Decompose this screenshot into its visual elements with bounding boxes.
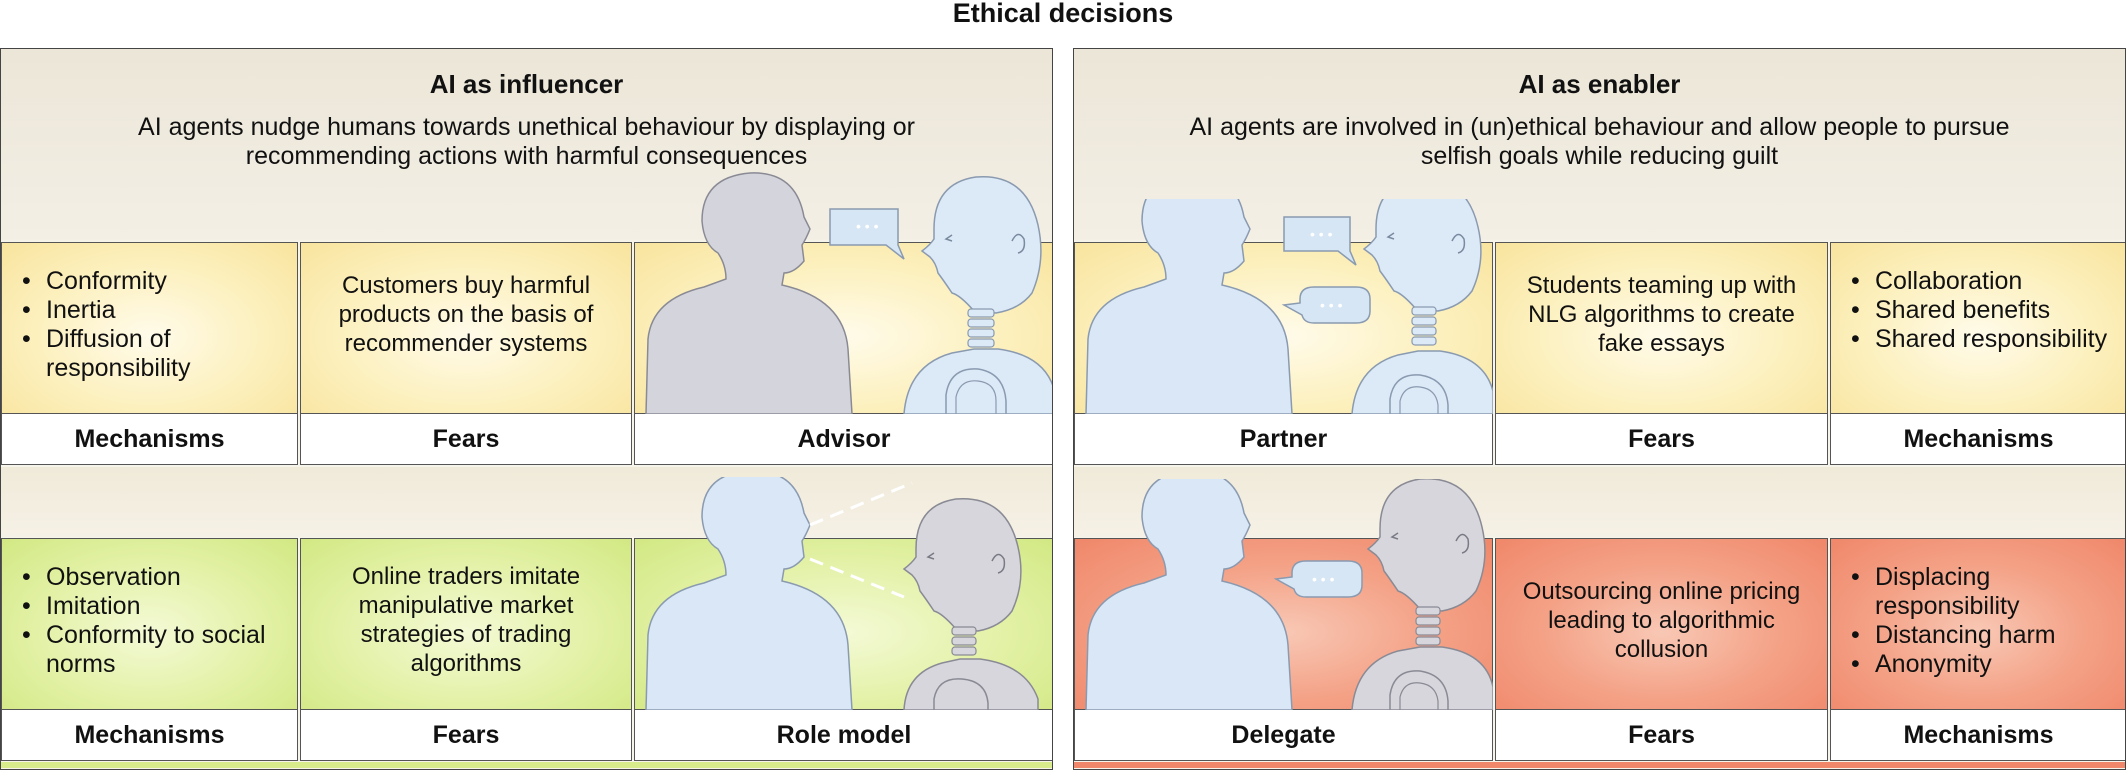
list-item: Collaboration: [1851, 267, 2118, 296]
list-item: Shared benefits: [1851, 296, 2118, 325]
advisor-fears-label: Fears: [300, 413, 632, 465]
partner-illustration: • • • • • •: [1074, 199, 1493, 414]
robot-neck-icon: [1411, 306, 1437, 346]
role-model-mechanisms-cell: Observation Imitation Conformity to soci…: [1, 538, 298, 710]
influencer-title: AI as influencer: [429, 69, 624, 99]
list-item: Displacing responsibility: [1851, 563, 2118, 621]
delegate-fears-label: Fears: [1495, 709, 1828, 761]
robot-head-icon: [1362, 199, 1482, 312]
speech-bubble-icon: [1281, 286, 1371, 324]
advisor-role-label: Advisor: [634, 413, 1052, 465]
advisor-fears-text: Customers buy harmful products on the ba…: [338, 271, 594, 357]
robot-neck-icon: [951, 626, 977, 656]
robot-head-icon: [920, 176, 1042, 314]
partner-fears-label: Fears: [1495, 413, 1828, 465]
robot-body-icon: [1351, 350, 1493, 414]
list-item: Observation: [22, 563, 289, 592]
robot-head-icon: [902, 498, 1022, 632]
list-item: Diffusion of responsibility: [22, 325, 289, 383]
delegate-role-label: Delegate: [1074, 709, 1493, 761]
advisor-illustration: • • •: [634, 169, 1052, 414]
delegate-fears-cell: Outsourcing online pricing leading to al…: [1495, 538, 1828, 710]
advisor-mechanisms-list: Conformity Inertia Diffusion of responsi…: [2, 267, 297, 383]
role-model-role-label: Role model: [634, 709, 1052, 761]
list-item: Conformity: [22, 267, 289, 296]
robot-body-icon: [903, 658, 1039, 710]
role-model-fears-text: Online traders imitate manipulative mark…: [351, 563, 581, 677]
delegate-fears-text: Outsourcing online pricing leading to al…: [1522, 577, 1801, 663]
panel-ai-as-enabler: AI as enabler AI agents are involved in …: [1073, 48, 2126, 770]
enabler-title: AI as enabler: [1518, 69, 1681, 99]
advisor-fears-cell: Customers buy harmful products on the ba…: [300, 242, 632, 414]
delegate-mechanisms-cell: Displacing responsibility Distancing har…: [1830, 538, 2125, 710]
delegate-mechanisms-list: Displacing responsibility Distancing har…: [1831, 563, 2125, 679]
speech-bubble-icon: [829, 208, 905, 260]
influencer-description: AI agents nudge humans towards unethical…: [138, 113, 915, 170]
svg-text:• • •: • • •: [1310, 226, 1333, 242]
role-model-fears-cell: Online traders imitate manipulative mark…: [300, 538, 632, 710]
list-item: Anonymity: [1851, 650, 2118, 679]
influencer-header: AI as influencer AI agents nudge humans …: [1, 49, 1052, 239]
partner-mechanisms-cell: Collaboration Shared benefits Shared res…: [1830, 242, 2125, 414]
page-title: Ethical decisions: [952, 0, 1174, 28]
role-model-mechanisms-label: Mechanisms: [1, 709, 298, 761]
human-silhouette-icon: [1085, 479, 1293, 710]
robot-neck-icon: [1415, 606, 1441, 646]
partner-role-label: Partner: [1074, 413, 1493, 465]
delegate-illustration: • • •: [1074, 479, 1493, 710]
role-model-illustration: [634, 477, 1052, 710]
speech-bubble-icon: [1273, 560, 1363, 598]
enabler-description: AI agents are involved in (un)ethical be…: [1189, 113, 2010, 170]
delegate-mechanisms-label: Mechanisms: [1830, 709, 2125, 761]
svg-text:• • •: • • •: [856, 218, 879, 234]
advisor-mechanisms-label: Mechanisms: [1, 413, 298, 465]
robot-body-icon: [1351, 646, 1493, 710]
list-item: Inertia: [22, 296, 289, 325]
role-model-fears-label: Fears: [300, 709, 632, 761]
panel-ai-as-influencer: AI as influencer AI agents nudge humans …: [0, 48, 1053, 770]
svg-text:• • •: • • •: [1320, 297, 1343, 313]
role-model-mechanisms-list: Observation Imitation Conformity to soci…: [2, 563, 297, 679]
list-item: Imitation: [22, 592, 289, 621]
speech-bubble-icon: [1283, 216, 1357, 266]
list-item: Conformity to social norms: [22, 621, 289, 679]
human-silhouette-icon: [645, 172, 853, 414]
enabler-header: AI as enabler AI agents are involved in …: [1074, 49, 2125, 239]
robot-neck-icon: [967, 308, 995, 348]
robot-head-icon: [1366, 479, 1486, 612]
human-silhouette-icon: [1085, 199, 1293, 414]
partner-mechanisms-label: Mechanisms: [1830, 413, 2125, 465]
partner-fears-text: Students teaming up with NLG algorithms …: [1526, 271, 1797, 357]
partner-fears-cell: Students teaming up with NLG algorithms …: [1495, 242, 1828, 414]
advisor-mechanisms-cell: Conformity Inertia Diffusion of responsi…: [1, 242, 298, 414]
list-item: Shared responsibility: [1851, 325, 2118, 354]
svg-text:• • •: • • •: [1312, 571, 1335, 587]
list-item: Distancing harm: [1851, 621, 2118, 650]
partner-mechanisms-list: Collaboration Shared benefits Shared res…: [1831, 267, 2125, 354]
human-silhouette-icon: [645, 477, 853, 710]
